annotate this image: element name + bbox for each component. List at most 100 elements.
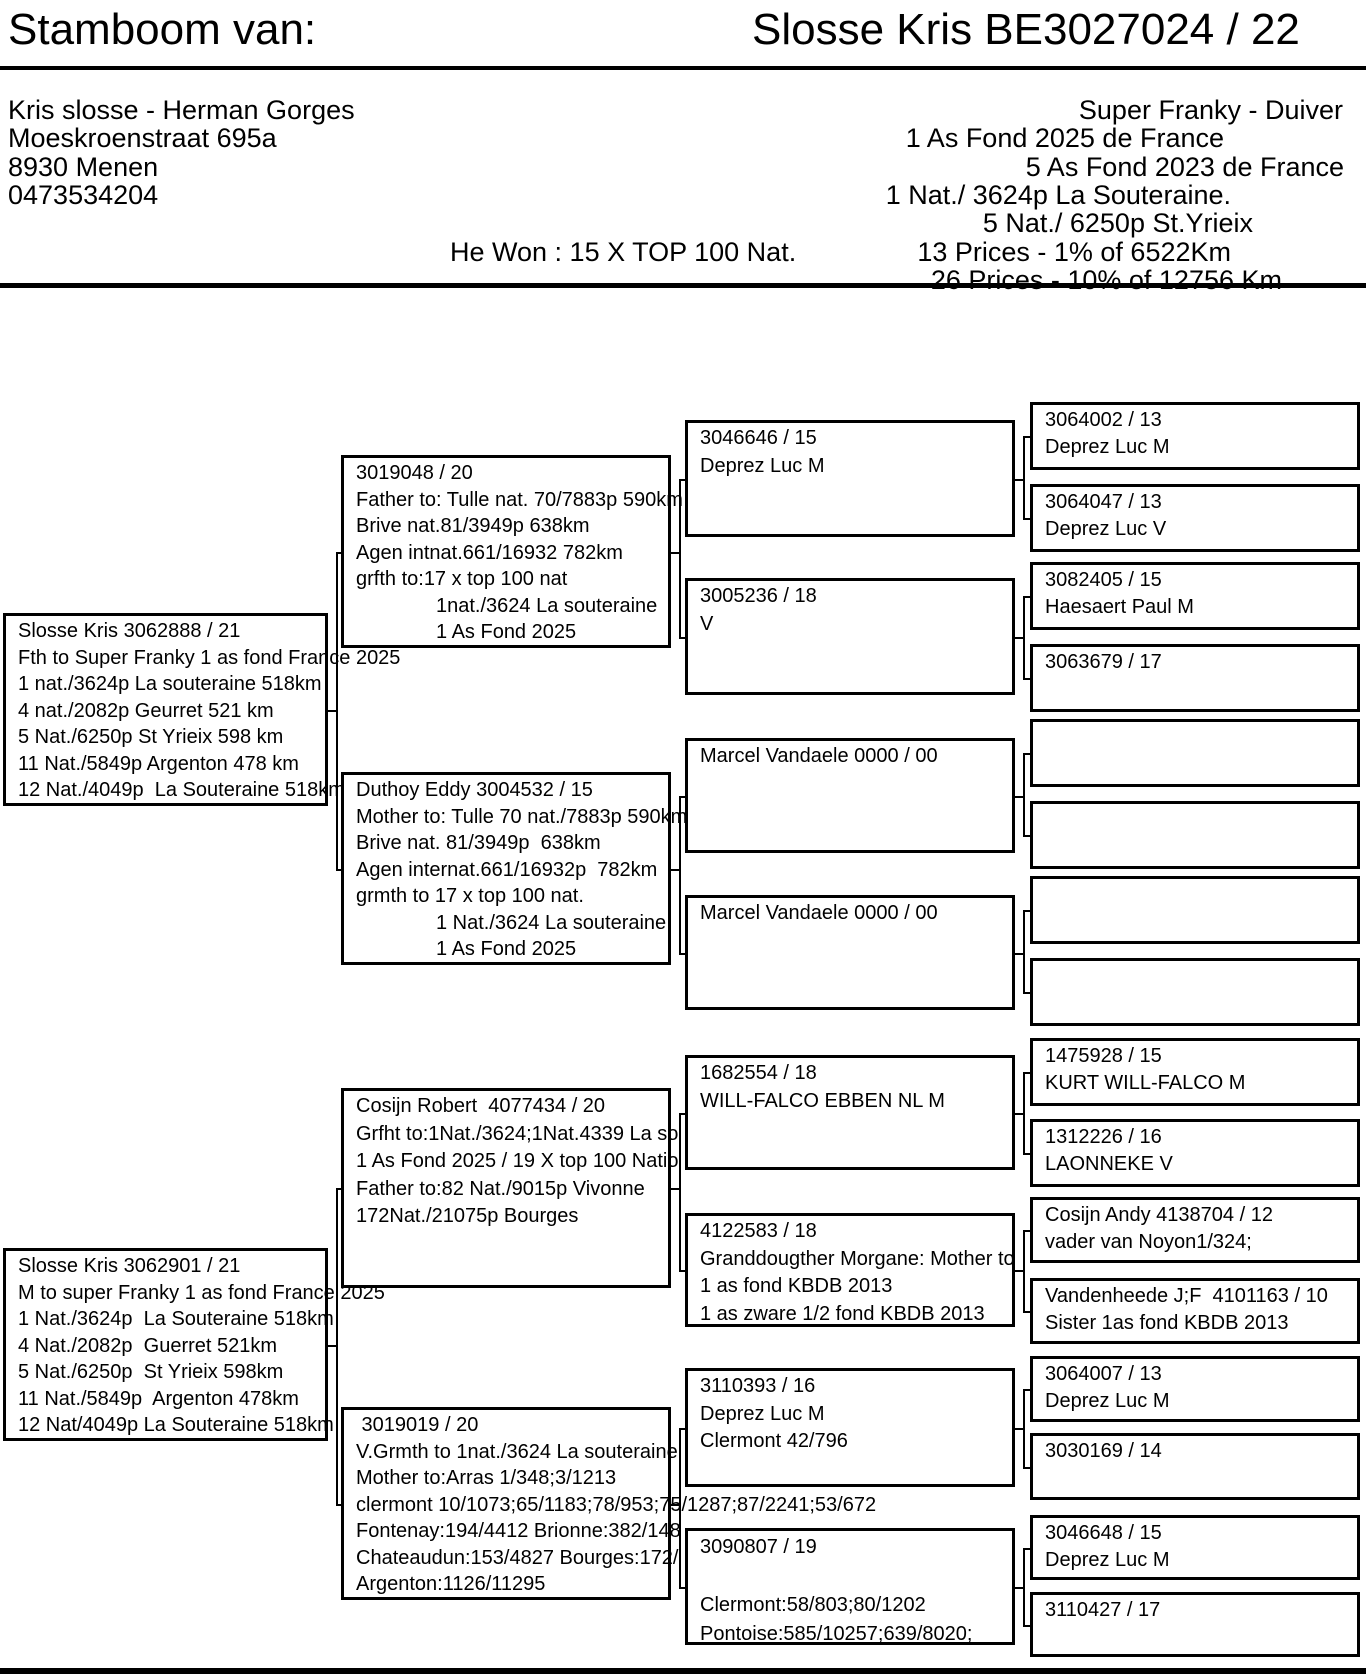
connector-stub (336, 1188, 343, 1190)
connector-stub (1012, 952, 1025, 955)
achievement-line: 13 Prices - 1% of 6522Km (917, 237, 1231, 267)
pedigree-line: Mother to:Arras 1/348;3/1213 (356, 1467, 617, 1489)
pedigree-line: 11 Nat./5849p Argenton 478 km (18, 752, 299, 775)
pedigree-box-g4g (1030, 876, 1360, 944)
connector-stub (1023, 1072, 1032, 1074)
pedigree-line (1033, 1624, 1357, 1651)
pedigree-line (1033, 990, 1357, 1017)
achievement-line: 1 Nat./ 3624p La Souteraine. (885, 180, 1231, 210)
connector-stub (1023, 910, 1032, 912)
connector-vertical (679, 795, 681, 955)
pedigree-line: KURT WILL-FALCO M (1045, 1072, 1246, 1094)
pedigree-box-g4p: 3110427 / 17 (1030, 1592, 1360, 1657)
pedigree-box-g3d: Marcel Vandaele 0000 / 00 (685, 895, 1015, 1010)
pedigree-line: Brive nat. 81/3949p 638km (356, 832, 601, 854)
achievement-line: 26 Prices - 10% of 12756 Km (930, 265, 1282, 295)
pedigree-line: Cosijn Andy 4138704 / 12 (1045, 1204, 1273, 1226)
pedigree-line: Haesaert Paul M (1045, 596, 1194, 618)
pedigree-line: Deprez Luc M (700, 454, 825, 477)
pedigree-line: Pontoise:585/10257;639/8020; (700, 1623, 973, 1645)
pedigree-line: 4 Nat./2082p Guerret 521km (18, 1334, 278, 1357)
connector-vertical (679, 1112, 681, 1272)
pedigree-box-g4c: 3082405 / 15 Haesaert Paul M (1030, 562, 1360, 630)
pedigree-line (1033, 908, 1357, 935)
connector-stub (679, 795, 687, 798)
connector-stub (1023, 518, 1032, 520)
pedigree-box-g4n: 3030169 / 14 (1030, 1433, 1360, 1500)
connector-stub (1012, 1270, 1025, 1272)
pedigree-line: 1 nat./3624p La souteraine 518km (18, 673, 322, 695)
connector-stub (679, 636, 687, 639)
connector-stub (1012, 1427, 1025, 1430)
header-divider-bottom (0, 283, 1366, 288)
owner-name: Kris slosse - Herman Gorges (8, 95, 355, 125)
pedigree-line: 1 Nat./3624 La souteraine (436, 911, 667, 934)
pedigree-line: 1 as fond KBDB 2013 (700, 1275, 893, 1297)
owner-phone: 0473534204 (8, 180, 159, 210)
connector-stub (668, 1188, 681, 1190)
connector-stub (1012, 478, 1025, 481)
pedigree-line (1033, 1465, 1357, 1492)
bird-title: Slosse Kris BE3027024 / 22 (752, 5, 1300, 54)
pedigree-line (1033, 724, 1357, 751)
connector-stub (1012, 1586, 1025, 1589)
pedigree-line: 3046646 / 15 (700, 427, 817, 449)
pedigree-line (1033, 881, 1357, 908)
pedigree-line: 4122583 / 18 (700, 1220, 817, 1242)
connector-stub (336, 551, 343, 554)
pedigree-line (1033, 751, 1357, 778)
pedigree-line: 1682554 / 18 (700, 1062, 817, 1084)
connector-stub (679, 1427, 687, 1430)
connector-stub (1023, 1230, 1032, 1232)
connector-vertical (1023, 436, 1025, 520)
achievement-line: 5 As Fond 2023 de France (1025, 152, 1344, 182)
pedigree-line: 5 Nat./6250p St Yrieix 598km (18, 1361, 284, 1383)
pedigree-line: 3019048 / 20 (356, 462, 473, 484)
owner-street: Moeskroenstraat 695a (8, 123, 277, 153)
connector-stub (679, 1270, 687, 1272)
pedigree-line: 3064047 / 13 (1045, 491, 1162, 513)
pedigree-line: Clermont 42/796 (700, 1430, 848, 1452)
pedigree-line: Granddougther Morgane: Mother to (700, 1247, 1015, 1270)
header-divider-top (0, 66, 1366, 70)
pedigree-line: 11 Nat./5849p Argenton 478km (18, 1387, 299, 1410)
pedigree-box-g4e (1030, 719, 1360, 787)
connector-stub (1023, 1624, 1032, 1627)
connector-stub (1012, 1112, 1025, 1115)
connector-vertical (1023, 910, 1025, 994)
connector-vertical (336, 1188, 338, 1506)
pedigree-line: Deprez Luc V (1045, 518, 1167, 540)
pedigree-line: 3005236 / 18 (700, 585, 817, 607)
pedigree-box-g4b: 3064047 / 13 Deprez Luc V (1030, 484, 1360, 552)
he-won-note: He Won : 15 X TOP 100 Nat. (450, 237, 797, 267)
pedigree-line: 1 As Fond 2025 / 19 X top 100 Natio (356, 1150, 679, 1172)
pedigree-line: grmth to 17 x top 100 nat. (356, 885, 584, 907)
pedigree-line: WILL-FALCO EBBEN NL M (700, 1089, 945, 1112)
pedigree-box-g3c: Marcel Vandaele 0000 / 00 (685, 738, 1015, 853)
pedigree-line: 3082405 / 15 (1045, 569, 1162, 591)
pedigree-line: Grfht to:1Nat./3624;1Nat.4339 La so (356, 1122, 679, 1145)
pedigree-line: 3030169 / 14 (1045, 1440, 1162, 1462)
connector-stub (1023, 1547, 1032, 1550)
pedigree-line (1033, 676, 1357, 703)
pedigree-line (1033, 833, 1357, 860)
connector-stub (336, 1503, 343, 1506)
connector-stub (668, 551, 681, 554)
pedigree-line: 3110427 / 17 (1045, 1599, 1161, 1621)
pedigree-line: Slosse Kris 3062901 / 21 (18, 1255, 241, 1277)
connector-stub (1023, 436, 1032, 438)
pedigree-box-g4f (1030, 801, 1360, 869)
pedigree-line: 3046648 / 15 (1045, 1522, 1162, 1544)
connector-stub (325, 1344, 338, 1347)
pedigree-line: Marcel Vandaele 0000 / 00 (700, 902, 938, 924)
connector-stub (668, 868, 681, 871)
pedigree-line: Deprez Luc M (1045, 1390, 1170, 1412)
pedigree-line: 5 Nat./6250p St Yrieix 598 km (18, 726, 284, 748)
